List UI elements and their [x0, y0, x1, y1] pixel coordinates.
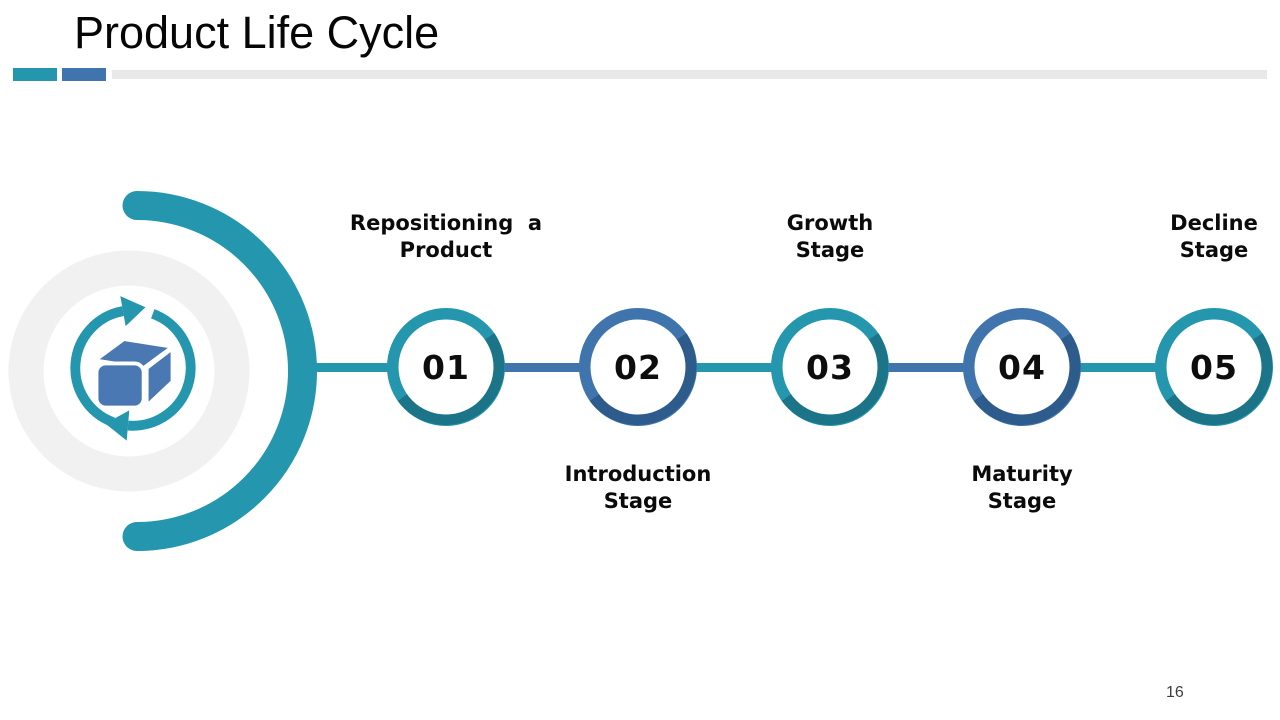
stage-circle-01: 01 — [387, 308, 505, 426]
page-number: 16 — [1166, 684, 1184, 701]
stage-circle-02: 02 — [579, 308, 697, 426]
stage-label-introduction: Introduction Stage — [564, 462, 712, 513]
stage-ring — [963, 308, 1081, 426]
refresh-arrows-icon — [70, 296, 196, 441]
cube-refresh-icon — [70, 296, 196, 441]
connector-line-1 — [300, 363, 446, 372]
decorative-half-circle-arc — [8, 191, 317, 551]
title-underline-blue-segment — [62, 68, 106, 81]
stage-number: 05 — [1190, 347, 1238, 387]
title-underline-gray-rule — [112, 70, 1267, 79]
connector-line-4 — [830, 363, 1022, 372]
page-title: Product Life Cycle — [74, 7, 440, 58]
stage-number: 01 — [422, 347, 470, 387]
cube-icon — [93, 337, 175, 410]
stage-label-growth: Growth Stage — [786, 211, 874, 262]
stage-number: 04 — [998, 347, 1046, 387]
stage-circle-04: 04 — [963, 308, 1081, 426]
connector-line-5 — [1022, 363, 1214, 372]
stage-ring — [771, 308, 889, 426]
stage-label-maturity: Maturity Stage — [971, 462, 1073, 513]
stage-label-repositioning: Repositioning a Product — [349, 211, 543, 262]
stage-number: 03 — [806, 347, 854, 387]
stage-circle-03: 03 — [771, 308, 889, 426]
stage-ring — [579, 308, 697, 426]
stage-ring — [1155, 308, 1273, 426]
title-underline-teal-segment — [13, 68, 57, 81]
connector-line-2 — [446, 363, 638, 372]
teal-arc — [122, 191, 317, 551]
stage-label-decline: Decline Stage — [1170, 211, 1258, 262]
stage-circle-05: 05 — [1155, 308, 1273, 426]
connector-line-3 — [638, 363, 830, 372]
gray-ring — [8, 250, 250, 492]
stage-ring — [387, 308, 505, 426]
stage-number: 02 — [614, 347, 662, 387]
